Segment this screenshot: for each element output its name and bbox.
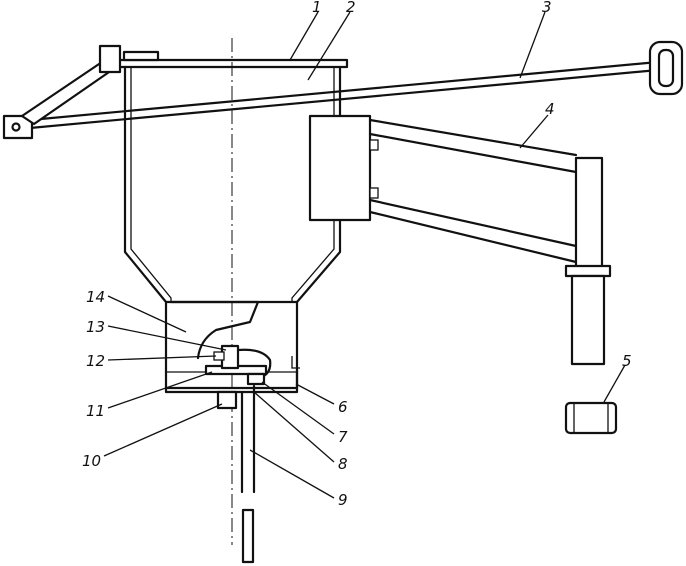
leader-8 — [253, 391, 335, 463]
callout-14: 14 — [86, 288, 105, 306]
callout-12: 12 — [86, 352, 105, 370]
lever-rod-top — [28, 60, 660, 122]
leader-12 — [107, 355, 217, 361]
column-collar — [564, 264, 612, 278]
valve-mechanism — [164, 344, 299, 564]
valve-seat — [246, 372, 266, 386]
lower-arm-top — [368, 198, 578, 248]
lever-handle — [2, 40, 684, 140]
leader-6 — [295, 383, 335, 405]
cup — [564, 401, 618, 435]
leader-14 — [107, 295, 187, 333]
bolt-lower — [369, 187, 379, 199]
callout-7: 7 — [338, 428, 348, 446]
cup-body — [564, 401, 618, 435]
leader-lines — [103, 11, 626, 499]
hopper-inner-left — [130, 67, 172, 302]
callout-labels: 1 2 3 4 5 6 7 8 9 10 11 12 13 14 — [82, 0, 632, 509]
leader-7 — [261, 381, 335, 435]
callout-2: 2 — [346, 0, 356, 16]
clevis-pin — [11, 122, 21, 132]
upper-arm-top — [368, 118, 578, 157]
support-bracket — [308, 114, 612, 366]
column-upper — [574, 156, 604, 270]
leader-13 — [107, 325, 227, 351]
callout-1: 1 — [312, 0, 322, 16]
callout-3: 3 — [542, 0, 552, 16]
leader-11 — [107, 371, 213, 409]
callout-5: 5 — [622, 352, 632, 370]
outlet-stem-lower — [241, 508, 255, 564]
chamber-notch — [291, 356, 300, 369]
callout-9: 9 — [338, 491, 348, 509]
upper-arm-bottom — [368, 132, 578, 174]
leader-5 — [603, 364, 626, 403]
callout-8: 8 — [338, 455, 348, 473]
leader-4 — [519, 114, 549, 149]
lower-arm-bottom — [368, 210, 578, 264]
callout-13: 13 — [86, 318, 105, 336]
leader-2 — [307, 11, 351, 81]
internal-chute — [169, 300, 260, 360]
callout-11: 11 — [86, 402, 105, 420]
mounting-plate — [308, 114, 372, 222]
lever-grip-hole — [657, 48, 675, 88]
bolt-upper — [369, 139, 379, 151]
lid-link-joint — [98, 44, 122, 74]
leader-3 — [519, 11, 546, 79]
callout-10: 10 — [82, 452, 101, 470]
leader-9 — [249, 449, 335, 499]
callout-4: 4 — [545, 100, 555, 118]
column-lower — [570, 274, 606, 366]
bottom-flange — [216, 390, 238, 410]
lid-hinge — [122, 50, 160, 62]
callout-6: 6 — [338, 398, 348, 416]
leader-10 — [103, 403, 223, 457]
lever-rod-bottom — [28, 68, 660, 130]
leader-1 — [289, 11, 319, 61]
